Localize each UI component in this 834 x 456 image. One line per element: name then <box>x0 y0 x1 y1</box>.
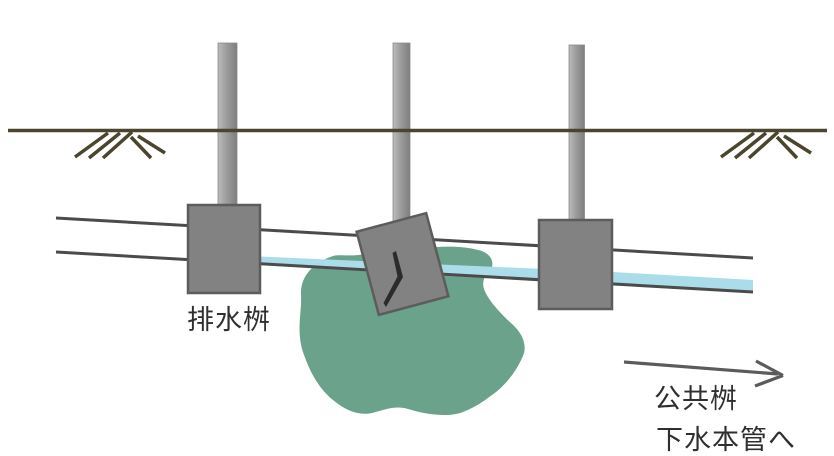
riser-pipe-left <box>217 42 238 210</box>
flow-arrow-icon <box>623 359 784 388</box>
crack-icon <box>383 251 403 307</box>
public-basin-label: 公共桝 <box>654 384 738 414</box>
to-sewer-main-label: 下水本管へ <box>656 425 796 455</box>
drain-basin-label: 排水桝 <box>187 305 271 335</box>
drain-basin-left <box>186 203 262 295</box>
drain-basin-middle-tilted <box>355 211 450 317</box>
riser-pipe-middle <box>392 42 411 224</box>
drain-basin-right <box>537 218 614 311</box>
ground-hatch-left-icon <box>73 130 166 160</box>
ground-hatch-right-icon <box>719 130 812 160</box>
riser-pipe-right <box>568 44 585 226</box>
sewage-leak-blob <box>299 244 525 416</box>
